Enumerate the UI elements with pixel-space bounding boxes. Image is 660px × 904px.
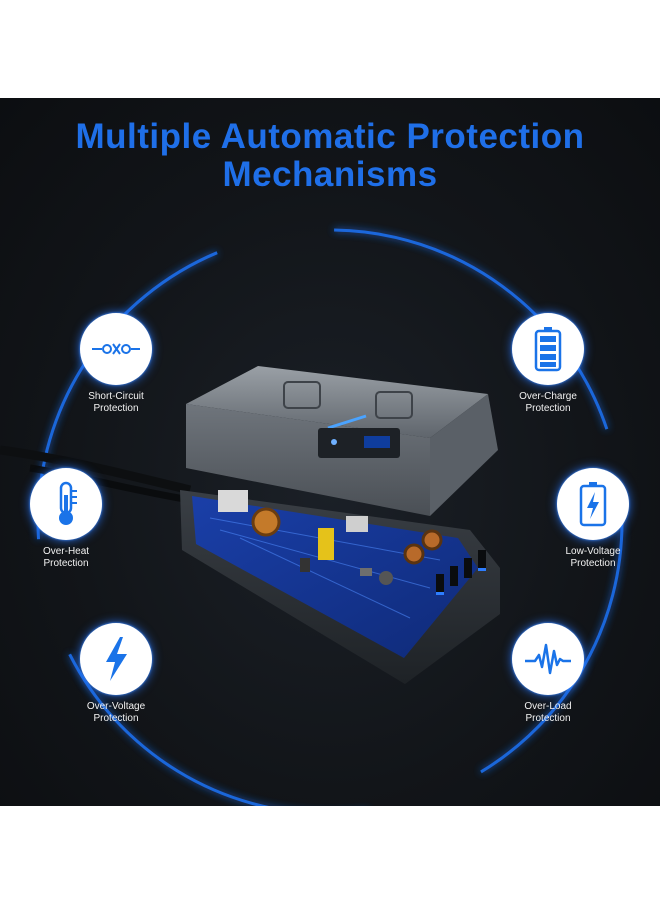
thermometer-icon — [59, 481, 77, 525]
page-title: Multiple Automatic Protection Mechanisms — [0, 118, 660, 194]
inverter-illustration — [0, 366, 500, 684]
power-cable — [0, 445, 192, 495]
feature-over-load-line1: Over-Load — [524, 701, 572, 712]
title-line-1: Multiple Automatic Protection — [75, 117, 585, 156]
hero-panel: Multiple Automatic Protection Mechanisms — [0, 98, 660, 806]
feature-low-voltage-line2: Protection — [570, 558, 616, 569]
ac-sockets — [283, 381, 413, 419]
over-charge-badge — [512, 313, 584, 385]
voltage-display — [318, 428, 400, 458]
title-line-2: Mechanisms — [222, 155, 438, 194]
short-circuit-icon — [92, 343, 140, 355]
feature-over-charge: Over-Charge Protection — [483, 313, 613, 415]
circuit-board — [192, 496, 478, 658]
feature-over-voltage: Over-Voltage Protection — [51, 623, 181, 725]
relay-component — [218, 490, 248, 512]
over-voltage-badge — [80, 623, 152, 695]
capacitor-component — [318, 528, 334, 560]
feature-short-circuit-line1: Short-Circuit — [88, 391, 144, 402]
feature-over-voltage-line1: Over-Voltage — [86, 701, 146, 712]
waveform-icon — [525, 643, 571, 675]
inverter-lid — [186, 366, 488, 438]
feature-over-heat-line2: Protection — [43, 558, 89, 569]
battery-full-icon — [534, 327, 562, 372]
battery-low-icon — [579, 482, 607, 527]
feature-short-circuit-line2: Protection — [93, 403, 139, 414]
feature-over-load-line2: Protection — [525, 713, 571, 724]
over-heat-badge — [30, 468, 102, 540]
feature-over-heat: Over-Heat Protection — [1, 468, 131, 570]
feature-over-voltage-line2: Protection — [93, 713, 139, 724]
low-voltage-badge — [557, 468, 629, 540]
coil-component — [251, 507, 281, 537]
feature-over-charge-line1: Over-Charge — [519, 391, 577, 402]
over-load-badge — [512, 623, 584, 695]
feature-over-charge-line2: Protection — [525, 403, 571, 414]
lightning-icon — [106, 637, 127, 681]
feature-short-circuit: Short-Circuit Protection — [51, 313, 181, 415]
usb-ports — [436, 550, 486, 594]
feature-low-voltage: Low-Voltage Protection — [528, 468, 658, 570]
short-circuit-badge — [80, 313, 152, 385]
feature-low-voltage-line1: Low-Voltage — [565, 546, 621, 557]
feature-over-load: Over-Load Protection — [483, 623, 613, 725]
feature-over-heat-line1: Over-Heat — [42, 546, 90, 557]
